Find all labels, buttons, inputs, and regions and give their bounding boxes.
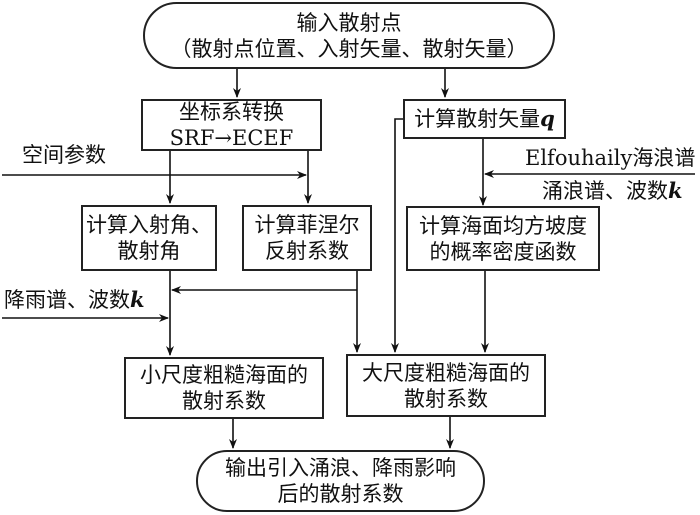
node-coord-line2: SRF→ECEF — [169, 126, 294, 150]
node-output-line2: 后的散射系数 — [277, 482, 404, 506]
node-angles-line1: 计算入射角、 — [86, 213, 212, 237]
node-small-scale-scatter: 小尺度粗糙海面的 散射系数 — [124, 357, 324, 419]
node-pdf-line1: 计算海面均方坡度 — [419, 213, 587, 238]
node-incidence-angles: 计算入射角、 散射角 — [81, 205, 217, 271]
node-slope-pdf: 计算海面均方坡度 的概率密度函数 — [406, 206, 600, 271]
arrow-qvec-to-large — [391, 118, 403, 353]
node-pdf-line2: 的概率密度函数 — [429, 239, 577, 264]
node-angles-line2: 散射角 — [117, 239, 181, 263]
node-fresnel-coefficient: 计算菲涅尔 反射系数 — [242, 205, 372, 271]
label-swell-text: 涌浪谱、波数 — [542, 179, 668, 203]
node-input-line1: 输入散射点 — [296, 10, 402, 35]
label-rain-text: 降雨谱、波数 — [4, 288, 130, 312]
label-swell-spectrum: 涌浪谱、波数k — [542, 178, 683, 204]
node-large-line2: 散射系数 — [404, 386, 488, 411]
node-large-scale-scatter: 大尺度粗糙海面的 散射系数 — [346, 354, 546, 417]
node-output-scatter-coefficient: 输出引入涌浪、降雨影响 后的散射系数 — [196, 450, 485, 512]
node-small-line1: 小尺度粗糙海面的 — [140, 363, 308, 387]
label-elfouhaily-spectrum: Elfouhaily海浪谱 — [525, 146, 696, 170]
node-input-scatter-points: 输入散射点 （散射点位置、入射矢量、散射矢量） — [143, 2, 555, 69]
node-qvec-var: q — [540, 106, 555, 131]
node-qvec-text: 计算散射矢量 — [414, 107, 541, 131]
node-large-line1: 大尺度粗糙海面的 — [362, 360, 530, 385]
label-rain-var: k — [130, 287, 145, 312]
label-swell-var: k — [668, 178, 683, 203]
node-fresnel-line2: 反射系数 — [265, 239, 349, 263]
label-space-params: 空间参数 — [22, 143, 106, 167]
node-output-line1: 输出引入涌浪、降雨影响 — [225, 456, 456, 480]
label-rain-spectrum: 降雨谱、波数k — [4, 287, 145, 313]
node-input-line2: （散射点位置、入射矢量、散射矢量） — [170, 36, 528, 61]
node-small-line2: 散射系数 — [182, 389, 266, 413]
node-coordinate-transform: 坐标系转换 SRF→ECEF — [141, 99, 322, 151]
node-coord-line1: 坐标系转换 — [179, 100, 284, 124]
node-fresnel-line1: 计算菲涅尔 — [254, 213, 360, 237]
